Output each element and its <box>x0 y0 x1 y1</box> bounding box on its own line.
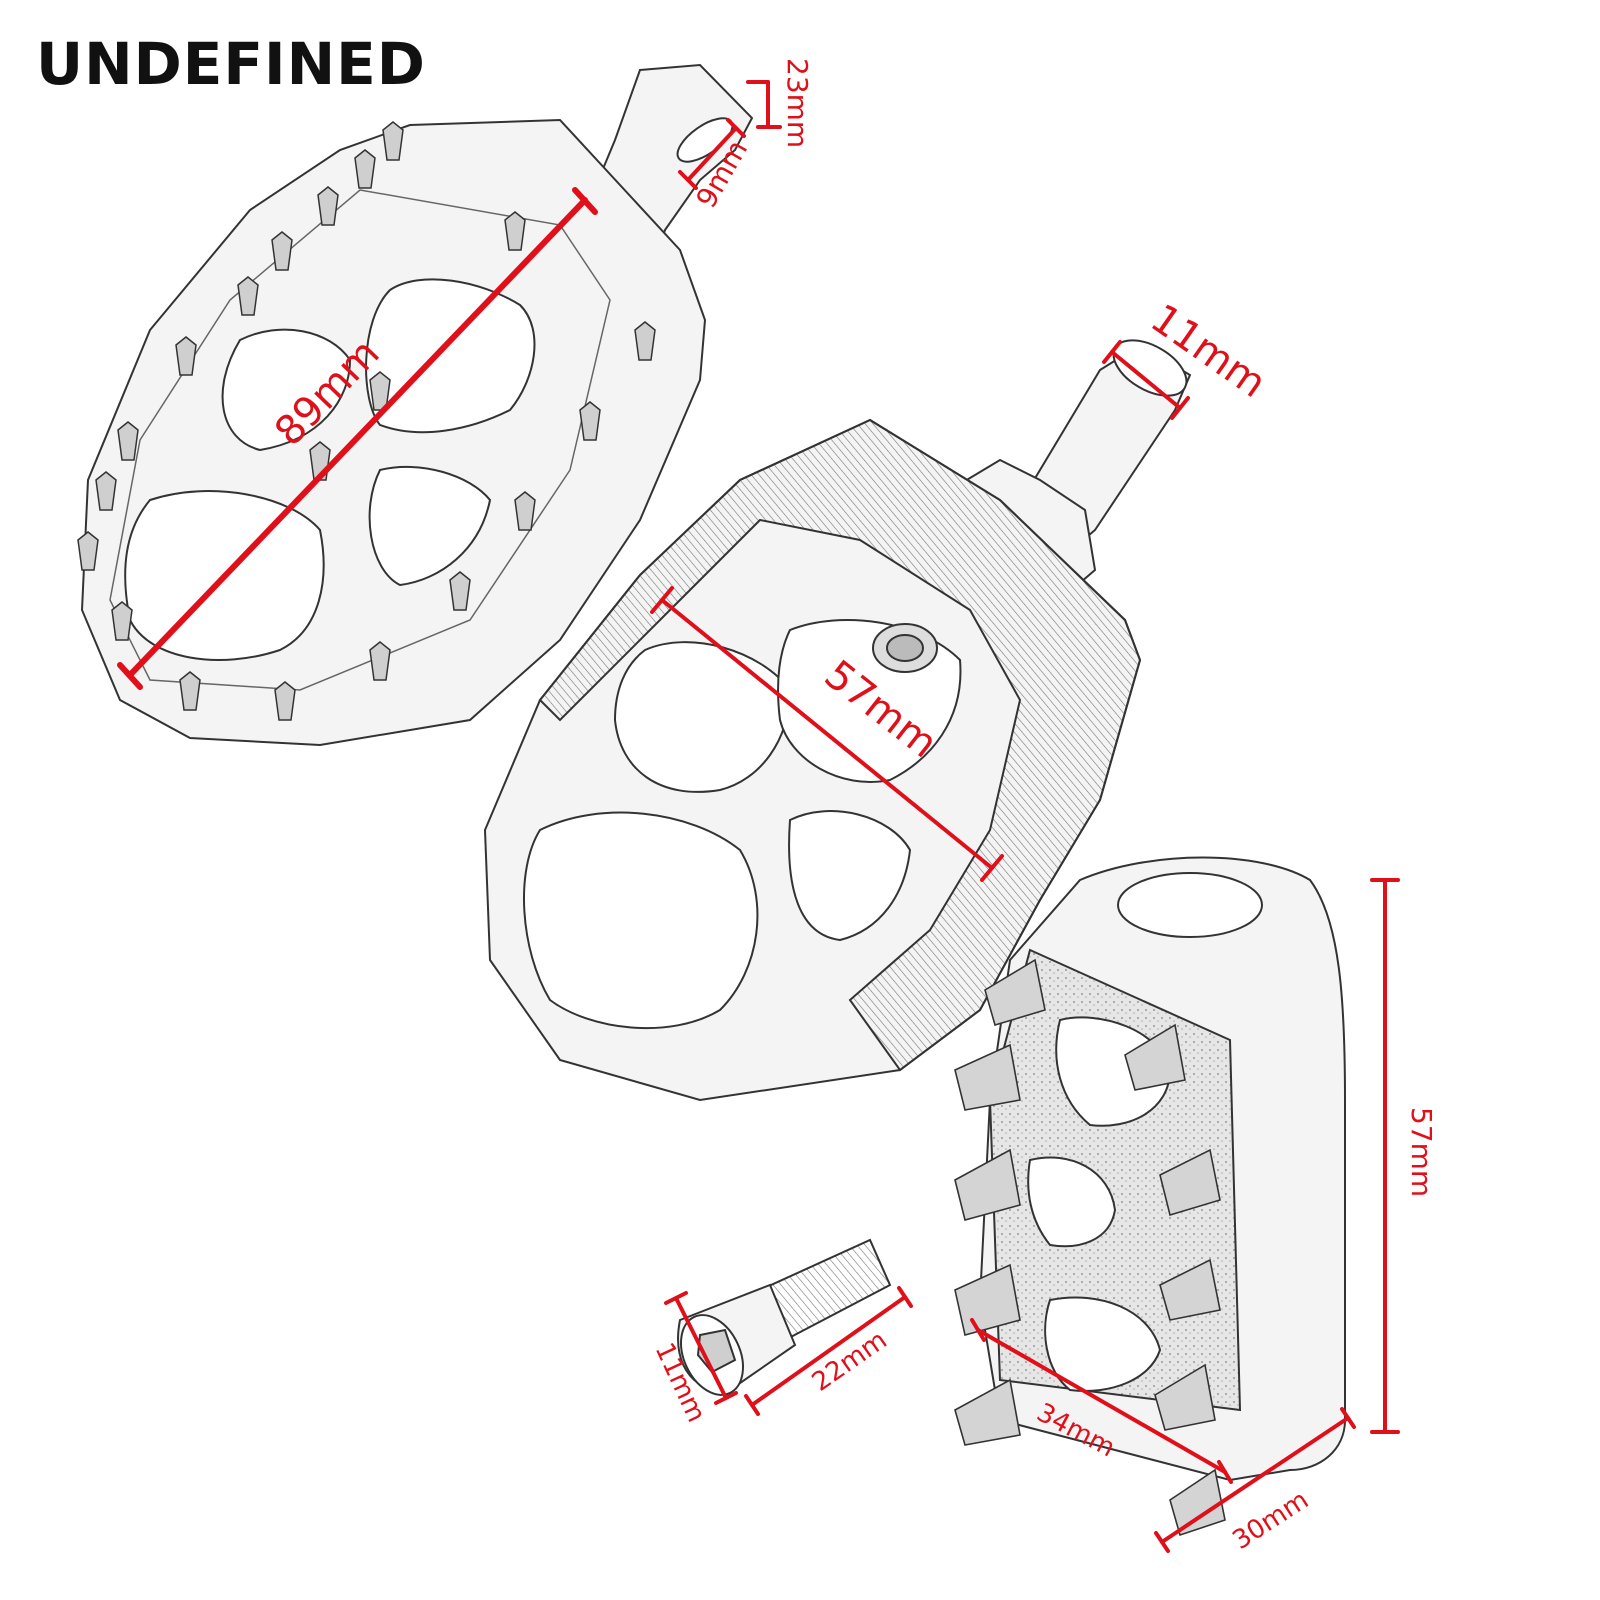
footpeg-center <box>483 339 1192 1102</box>
footpeg-bottom-right-spikes <box>954 958 1226 1537</box>
footpeg-top-left <box>80 63 754 747</box>
dim-label-1: 23mm <box>781 58 814 148</box>
brand-logo: UNDEFINED <box>36 30 426 98</box>
dim-label-6: 57mm <box>1405 1107 1438 1197</box>
footpeg-top-left-spikes <box>77 121 656 721</box>
bolt <box>677 1238 892 1396</box>
dim-label-10: 30mm <box>1227 1485 1314 1556</box>
dimension-lines <box>117 80 1400 1553</box>
footpeg-bottom-right <box>978 856 1346 1482</box>
